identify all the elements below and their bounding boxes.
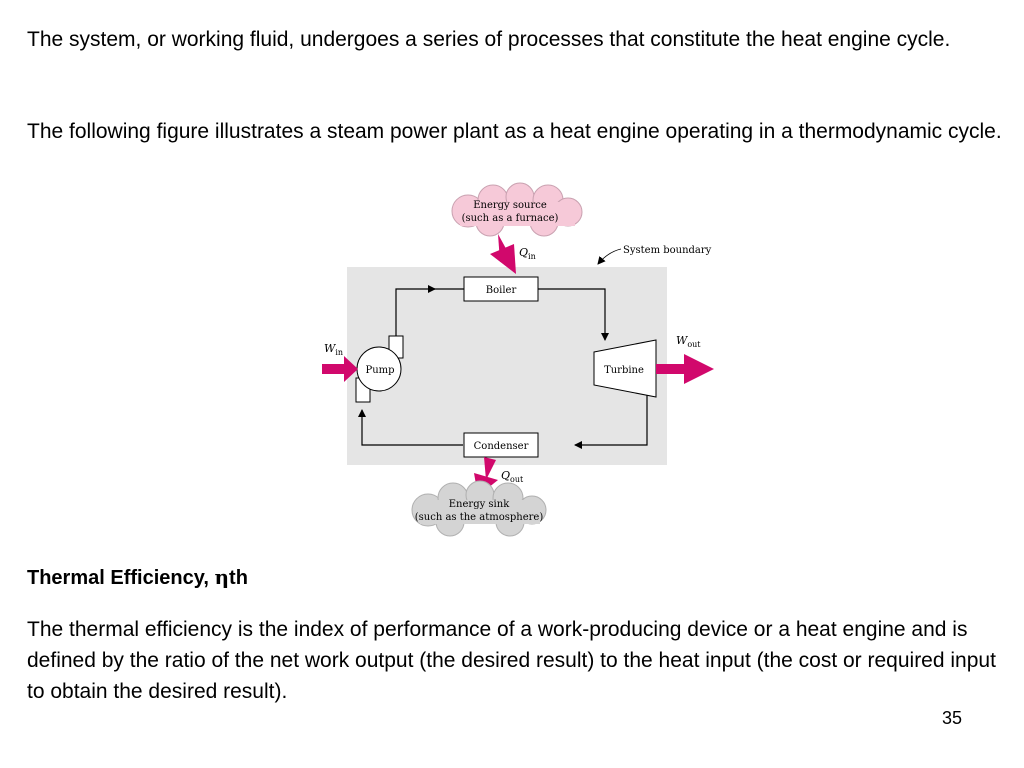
condenser-to-pump-line: [358, 409, 463, 446]
q-in-label: Qin: [519, 246, 536, 261]
steam-power-plant-diagram: Energy source (such as a furnace) Qin Sy…: [322, 182, 714, 537]
thermal-efficiency-heading: Thermal Efficiency, ηth: [27, 562, 248, 593]
turbine-to-condenser-line: [574, 395, 648, 449]
q-out-symbol: Q: [501, 469, 510, 482]
boiler-box: [463, 276, 539, 302]
w-out-label: Wout: [676, 334, 701, 349]
q-out-subscript: out: [510, 475, 524, 484]
q-out-label: Qout: [501, 469, 524, 484]
boiler-label: Boiler: [486, 285, 517, 296]
w-out-subscript: out: [687, 340, 701, 349]
condenser-label: Condenser: [474, 441, 529, 452]
boiler-to-turbine-line: [538, 288, 609, 341]
work-in-arrow: [322, 356, 358, 382]
pump-label: Pump: [365, 365, 394, 376]
intro-paragraph: The system, or working fluid, undergoes …: [27, 28, 951, 51]
system-boundary-label: System boundary: [623, 245, 712, 256]
energy-source-label-line2: (such as a furnace): [462, 213, 559, 224]
pump-to-boiler-line: [395, 285, 436, 336]
w-in-subscript: in: [335, 348, 343, 357]
q-in-subscript: in: [528, 252, 536, 261]
condenser-box: [463, 432, 539, 458]
heat-in-arrow: [490, 234, 516, 274]
heading-prefix: Thermal Efficiency,: [27, 567, 215, 589]
w-out-symbol: W: [676, 334, 689, 347]
page-number: 35: [941, 708, 962, 728]
heading-suffix: th: [229, 567, 248, 589]
q-in-symbol: Q: [519, 246, 528, 259]
energy-sink-cloud: [411, 480, 547, 537]
system-boundary-pointer: [597, 248, 622, 265]
turbine-label: Turbine: [604, 365, 644, 376]
thermal-efficiency-paragraph: The thermal efficiency is the index of p…: [27, 618, 996, 703]
turbine-shape: [593, 339, 657, 398]
eta-symbol: η: [214, 565, 230, 589]
work-out-arrow: [656, 354, 714, 384]
figure-description-paragraph: The following figure illustrates a steam…: [27, 120, 1002, 143]
energy-source-label-line1: Energy source: [473, 200, 547, 211]
energy-sink-label-line1: Energy sink: [449, 499, 510, 510]
energy-source-cloud: [451, 182, 583, 237]
energy-sink-label-line2: (such as the atmosphere): [415, 512, 544, 523]
w-in-symbol: W: [324, 342, 337, 355]
w-in-label: Win: [324, 342, 343, 357]
